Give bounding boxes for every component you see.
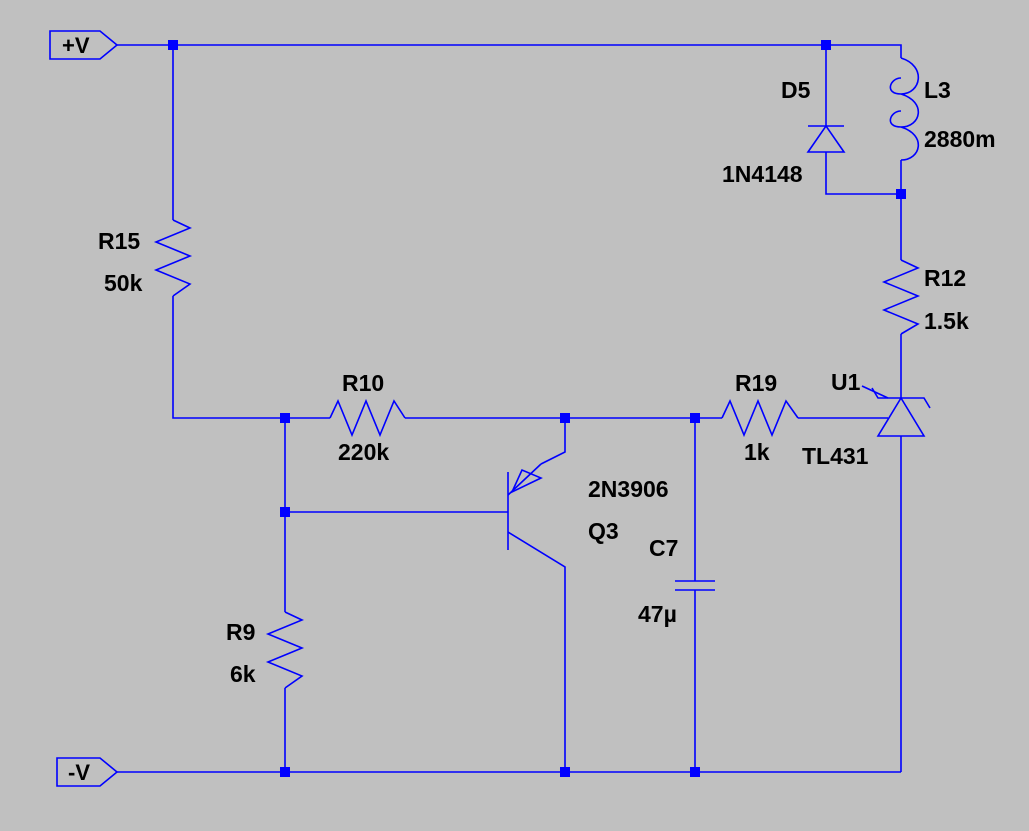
resistor-r12-value: 1.5k xyxy=(924,308,969,334)
inductor-l3-value: 2880m xyxy=(924,126,996,152)
junction-dot xyxy=(690,767,700,777)
junction-dot xyxy=(896,189,906,199)
diode-d5-value: 1N4148 xyxy=(722,161,803,187)
junction-dot xyxy=(560,413,570,423)
port-vplus-flag xyxy=(49,30,119,60)
resistor-r15-zigzag xyxy=(153,219,193,297)
junction-dot xyxy=(280,507,290,517)
port-vminus-flag xyxy=(56,757,119,787)
inductor-l3[interactable]: L3 2880m xyxy=(889,57,996,161)
resistor-r10[interactable]: R10 220k xyxy=(329,370,406,465)
resistor-r10-zigzag xyxy=(329,398,406,438)
wire-top-rail xyxy=(117,44,902,58)
shunt-regulator-u1-cathode-bar xyxy=(871,387,931,409)
shunt-regulator-u1[interactable]: U1 TL431 xyxy=(802,369,931,469)
resistor-r10-value: 220k xyxy=(338,439,389,465)
inductor-l3-ref: L3 xyxy=(924,77,951,103)
transistor-q3-ref: Q3 xyxy=(588,518,619,544)
resistor-r19-zigzag xyxy=(721,398,799,438)
resistor-r15[interactable]: R15 50k xyxy=(98,219,193,297)
shunt-regulator-u1-lead xyxy=(861,385,889,399)
shunt-regulator-u1-ref: U1 xyxy=(831,369,861,395)
resistor-r19-value: 1k xyxy=(744,439,770,465)
port-vplus[interactable]: +V xyxy=(49,30,119,60)
diode-d5-triangle xyxy=(806,124,846,153)
wire-q3-collector xyxy=(507,531,566,772)
port-vminus-label: -V xyxy=(68,760,90,785)
inductor-l3-coil xyxy=(889,57,920,161)
resistor-r15-value: 50k xyxy=(104,270,143,296)
resistor-r9-ref: R9 xyxy=(226,619,255,645)
junction-dot xyxy=(280,767,290,777)
resistor-r9[interactable]: R9 6k xyxy=(226,611,305,689)
junction-dot xyxy=(690,413,700,423)
wire-r15-bottom xyxy=(172,296,330,419)
capacitor-c7[interactable]: C7 47µ xyxy=(638,535,715,627)
resistor-r15-ref: R15 xyxy=(98,228,140,254)
junction-dot xyxy=(560,767,570,777)
shunt-regulator-u1-triangle xyxy=(876,396,926,437)
resistor-r19[interactable]: R19 1k xyxy=(721,370,799,465)
capacitor-c7-value: 47µ xyxy=(638,601,677,627)
resistor-r10-ref: R10 xyxy=(342,370,384,396)
resistor-r12-zigzag xyxy=(881,259,921,335)
transistor-q3-arrow xyxy=(510,468,543,494)
wire-q3-emitter xyxy=(540,418,566,465)
resistor-r19-ref: R19 xyxy=(735,370,777,396)
resistor-r12[interactable]: R12 1.5k xyxy=(881,259,969,335)
port-vminus[interactable]: -V xyxy=(56,757,119,787)
junction-dot xyxy=(280,413,290,423)
junctions xyxy=(168,40,906,777)
transistor-q3-value: 2N3906 xyxy=(588,476,669,502)
diode-d5[interactable]: D5 1N4148 xyxy=(722,77,846,187)
capacitor-c7-ref: C7 xyxy=(649,535,678,561)
port-vplus-label: +V xyxy=(62,33,90,58)
resistor-r9-zigzag xyxy=(265,611,305,689)
resistor-r12-ref: R12 xyxy=(924,265,966,291)
junction-dot xyxy=(168,40,178,50)
transistor-q3[interactable]: 2N3906 Q3 xyxy=(507,463,669,550)
shunt-regulator-u1-value: TL431 xyxy=(802,443,869,469)
diode-d5-ref: D5 xyxy=(781,77,811,103)
wire-d5-bottom xyxy=(825,152,901,195)
resistor-r9-value: 6k xyxy=(230,661,256,687)
junction-dot xyxy=(821,40,831,50)
